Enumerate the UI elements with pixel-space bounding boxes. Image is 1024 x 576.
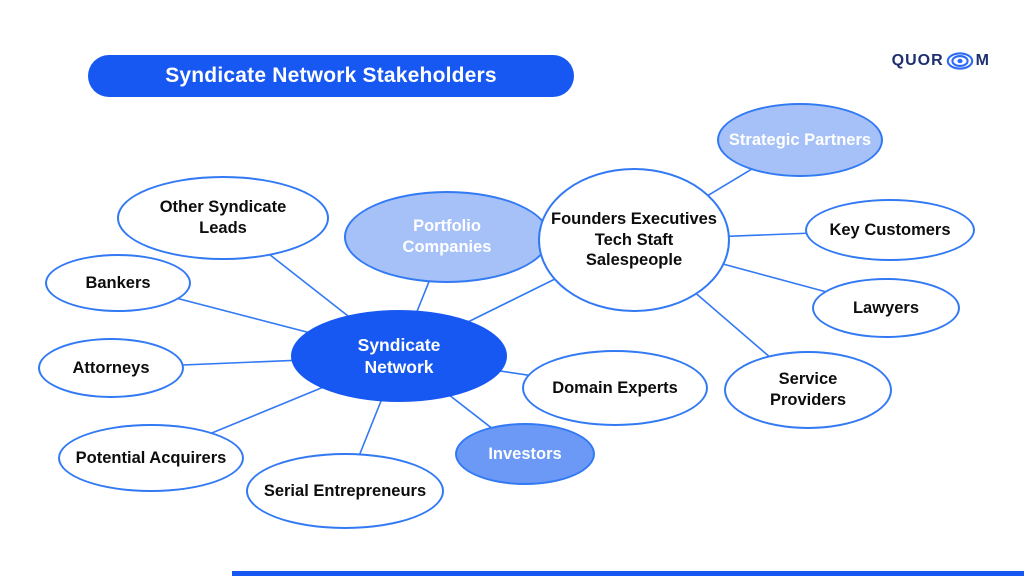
node-label-line: Companies <box>402 238 492 256</box>
diagram-node-key-customers: Key Customers <box>805 199 975 261</box>
page-title-banner: Syndicate Network Stakeholders <box>88 55 574 97</box>
diagram-node-bankers: Bankers <box>45 254 191 312</box>
node-label-line: Potential Acquirers <box>75 448 227 467</box>
node-label-line: Service <box>778 370 838 389</box>
node-label-line: Domain Experts <box>552 378 678 397</box>
node-label-line: Leads <box>199 219 247 237</box>
diagram-node-strategic-partners: Strategic Partners <box>717 103 883 177</box>
node-label-line: Investors <box>488 444 562 463</box>
node-label-line: Serial Entrepreneurs <box>263 481 427 500</box>
footer-accent-bar <box>232 571 1024 576</box>
node-label-line: Providers <box>769 391 847 409</box>
quoroom-logo: QUOR M <box>892 52 990 70</box>
node-label-line: Salespeople <box>585 251 683 270</box>
node-label-line: Strategic Partners <box>728 130 872 149</box>
logo-text-left: QUOR <box>891 52 944 69</box>
diagram-node-serial-entrepreneurs: Serial Entrepreneurs <box>246 453 444 529</box>
quoroom-lens-icon <box>946 52 974 70</box>
node-label-line: Bankers <box>85 273 151 292</box>
node-label-line: Founders Executives <box>551 209 717 228</box>
diagram-node-attorneys: Attorneys <box>38 338 184 398</box>
page-title: Syndicate Network Stakeholders <box>165 64 497 87</box>
diagram-node-domain-experts: Domain Experts <box>522 350 708 426</box>
diagram-node-lawyers: Lawyers <box>812 278 960 338</box>
diagram-node-investors: Investors <box>455 423 595 485</box>
node-label-line: Network <box>364 357 434 377</box>
node-label-line: Other Syndicate <box>159 198 287 217</box>
node-label-line: Tech Staft <box>594 230 674 249</box>
logo-text-right: M <box>975 52 990 69</box>
diagram-node-potential-acquirers: Potential Acquirers <box>58 424 244 492</box>
node-label-line: Portfolio <box>413 217 481 236</box>
node-label-line: Key Customers <box>829 220 951 239</box>
node-label-line: Syndicate <box>357 334 441 355</box>
node-label-line: Lawyers <box>852 298 920 317</box>
node-label-line: Attorneys <box>72 358 150 377</box>
